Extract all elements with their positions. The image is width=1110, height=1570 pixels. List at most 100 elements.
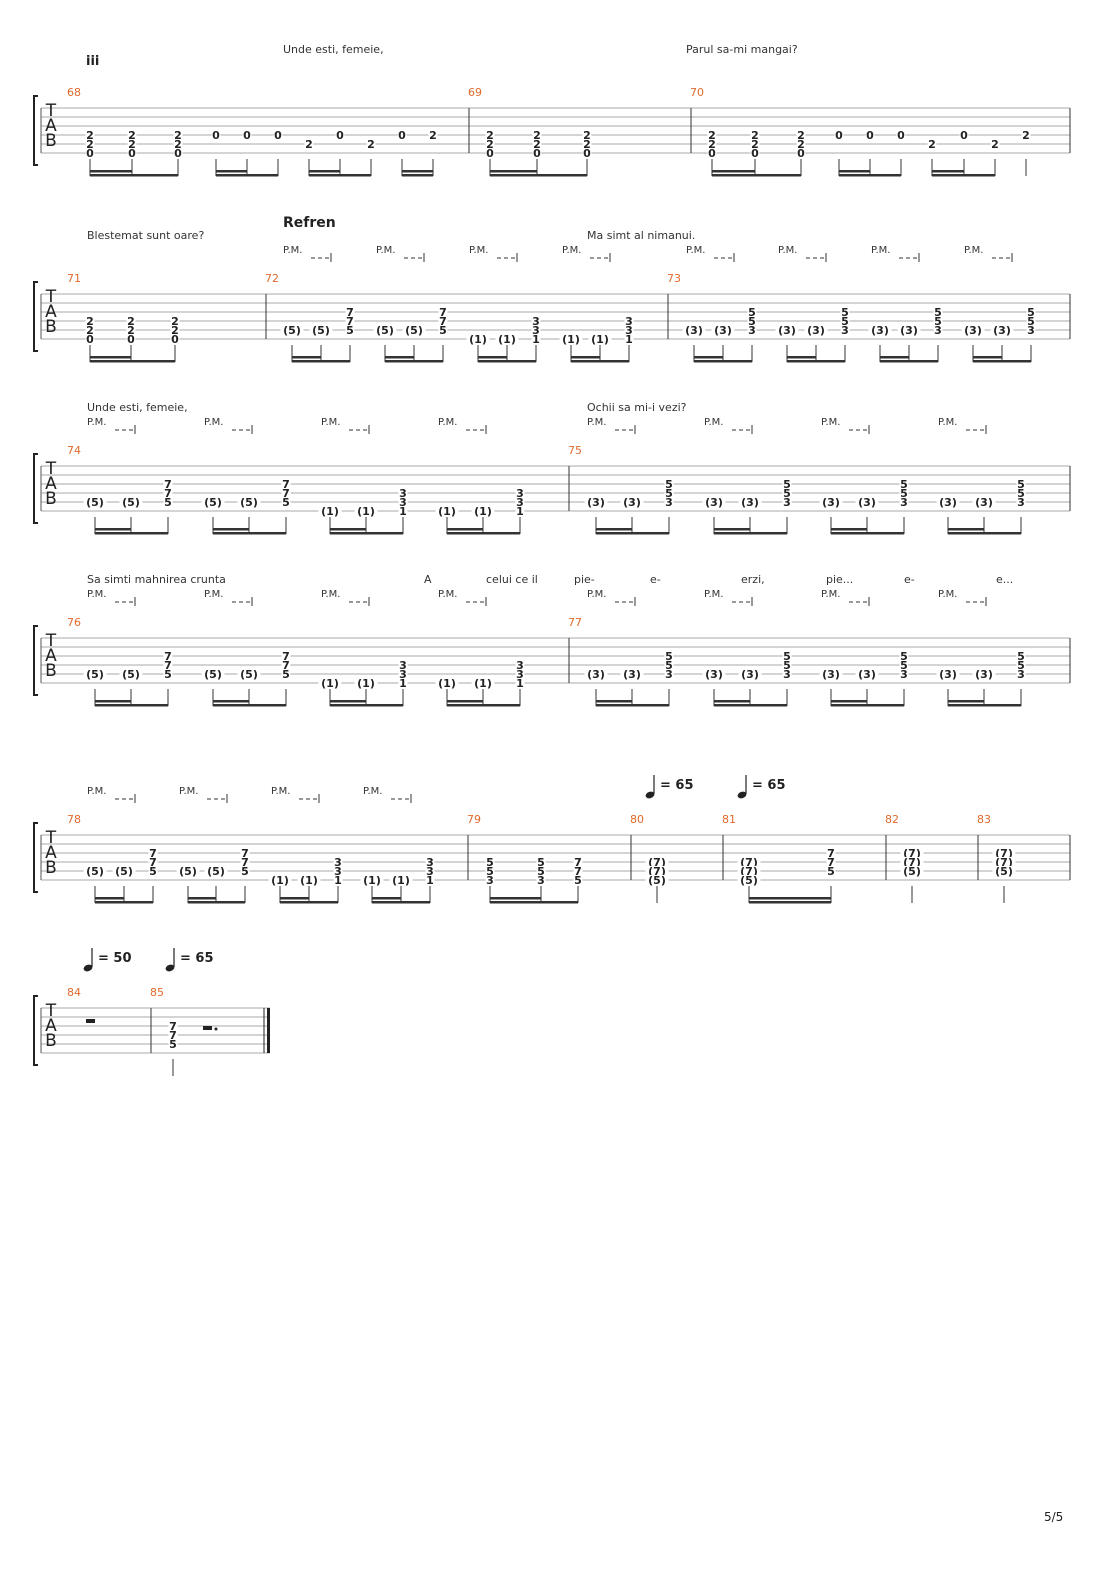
fret-number: 3: [625, 324, 633, 337]
tab-system-5: TAB78(5)(5)775(5)(5)775(1)(1)331(1)(1)33…: [33, 813, 1071, 904]
note-beam-secondary: [948, 700, 984, 703]
fret-bg: [1016, 651, 1026, 661]
fret-bg: [782, 479, 792, 489]
fret-bg: [170, 334, 180, 344]
lyric-text: Ma simt al nimanui.: [587, 229, 695, 242]
fret-bg: [682, 325, 706, 335]
fret-bg: [796, 139, 806, 149]
fret-bg: [868, 325, 892, 335]
fret-number: 5: [282, 668, 290, 681]
note-beam-secondary: [372, 897, 401, 900]
fret-bg: [119, 669, 143, 679]
fret-number: 0: [398, 129, 406, 142]
fret-bg: [163, 660, 173, 670]
fret-number: 5: [783, 487, 791, 500]
fret-number: (7): [903, 847, 921, 860]
fret-number: (5): [86, 668, 104, 681]
fret-number: 5: [665, 650, 673, 663]
fret-number: (3): [741, 496, 759, 509]
note-beam-secondary: [213, 700, 249, 703]
fret-bg: [711, 325, 735, 335]
fret-number: 2: [751, 138, 759, 151]
fret-number: 5: [486, 865, 494, 878]
note-beam-secondary: [490, 897, 541, 900]
fret-bg: [242, 130, 252, 140]
fret-number: (1): [363, 874, 381, 887]
fret-number: (5): [207, 865, 225, 878]
fret-bg: [536, 875, 546, 885]
note-beam-secondary: [490, 170, 537, 173]
fret-bg: [173, 148, 183, 158]
note-beam: [213, 532, 286, 535]
fret-number: 5: [164, 668, 172, 681]
fret-number: 3: [516, 487, 524, 500]
fret-number: 3: [537, 874, 545, 887]
fret-number: 3: [516, 496, 524, 509]
fret-bg: [1016, 660, 1026, 670]
tab-clef-letter: A: [45, 646, 57, 666]
fret-number: (1): [321, 677, 339, 690]
fret-number: 2: [127, 315, 135, 328]
fret-number: (3): [975, 496, 993, 509]
fret-bg: [840, 307, 850, 317]
fret-bg: [584, 497, 608, 507]
fret-bg: [281, 488, 291, 498]
measure-number: 84: [67, 986, 81, 999]
palm-mute-label: P.M.: [179, 786, 198, 797]
system-bracket: [33, 453, 38, 524]
fret-bg: [834, 130, 844, 140]
palm-mute-label: P.M.: [363, 786, 382, 797]
fret-number: (1): [474, 505, 492, 518]
fret-bg: [163, 488, 173, 498]
fret-bg: [515, 669, 525, 679]
fret-number: (3): [705, 668, 723, 681]
fret-number: 2: [86, 138, 94, 151]
fret-bg: [1016, 488, 1026, 498]
palm-mute-label: P.M.: [87, 589, 106, 600]
fret-bg: [485, 130, 495, 140]
fret-number: 5: [934, 306, 942, 319]
fret-number: 0: [127, 333, 135, 346]
note-beam: [309, 174, 371, 177]
fret-number: 5: [241, 865, 249, 878]
fret-bg: [83, 669, 107, 679]
note-beam: [596, 704, 669, 707]
tab-clef-letter: B: [45, 1031, 57, 1051]
fret-number: 3: [900, 668, 908, 681]
note-beam: [95, 704, 168, 707]
palm-mute-label: P.M.: [938, 417, 957, 428]
fret-number: 2: [751, 129, 759, 142]
fret-number: 2: [486, 129, 494, 142]
fret-bg: [582, 148, 592, 158]
fret-bg: [485, 866, 495, 876]
fret-number: 5: [900, 487, 908, 500]
fret-bg: [897, 325, 921, 335]
fret-bg: [425, 875, 435, 885]
note-beam: [839, 174, 901, 177]
note-beam-secondary: [385, 356, 414, 359]
fret-bg: [750, 130, 760, 140]
fret-number: 0: [583, 147, 591, 160]
fret-bg: [281, 479, 291, 489]
fret-number: 5: [1027, 315, 1035, 328]
fret-bg: [281, 651, 291, 661]
fret-bg: [211, 130, 221, 140]
fret-bg: [83, 497, 107, 507]
note-beam-secondary: [95, 897, 124, 900]
fret-number: 7: [164, 478, 172, 491]
fret-number: 0: [336, 129, 344, 142]
fret-bg: [163, 651, 173, 661]
fret-bg: [297, 875, 321, 885]
fret-bg: [588, 334, 612, 344]
note-beam-secondary: [571, 356, 600, 359]
fret-number: 3: [486, 874, 494, 887]
fret-bg: [936, 497, 960, 507]
note-beam: [188, 901, 245, 904]
fret-bg: [280, 325, 304, 335]
fret-bg: [148, 848, 158, 858]
fret-number: 2: [367, 138, 375, 151]
page-number: 5/5: [1044, 1510, 1064, 1524]
fret-number: (3): [939, 496, 957, 509]
note-beam-secondary: [213, 528, 249, 531]
fret-number: 7: [241, 856, 249, 869]
